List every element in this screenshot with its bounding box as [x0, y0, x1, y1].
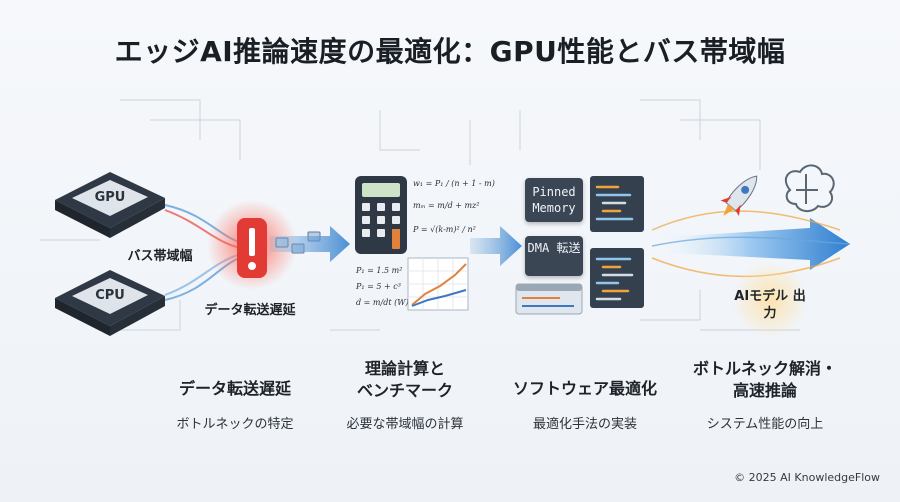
stage1-arrow [270, 226, 350, 262]
code-panel-1 [590, 176, 644, 232]
gpu-label: GPU [95, 190, 126, 205]
stage1-subtitle: ボトルネックの特定 [176, 417, 294, 432]
formula-2: mₘ = m/d + mz² [413, 201, 479, 210]
stage3-subtitle: 最適化手法の実装 [532, 417, 637, 432]
stage2-heading: 理論計算と ベンチマーク [356, 359, 453, 400]
formula-4: P₁ = 1.5 m² [355, 266, 402, 275]
stage4-heading: ボトルネック解消・ 高速推論 [692, 359, 837, 400]
ai-model-output-label: AIモデル 出力 [734, 289, 806, 321]
stage3-heading: ソフトウェア最適化 [512, 379, 657, 398]
formula-1: w₁ = P₁ / (n + 1 - m) [413, 179, 495, 188]
output-glow [732, 262, 808, 338]
code-panel-3 [515, 283, 583, 315]
output-arrow [650, 218, 850, 270]
cpu-label: CPU [95, 288, 125, 303]
warning-icon [237, 218, 267, 278]
formula-3: P = √(k-m)² / n² [412, 225, 476, 234]
gpu-chip-icon [55, 172, 165, 238]
stage2-subtitle: 必要な帯域幅の計算 [346, 417, 464, 432]
code-panel-2 [590, 248, 644, 308]
formula-5: P₁ = 5 + c³ [355, 282, 401, 291]
stage4-subtitle: システム性能の向上 [706, 417, 824, 432]
stage2-arrow [470, 226, 522, 266]
benchmark-graph-icon [407, 257, 469, 311]
pinned-memory-box: Pinned Memory [525, 178, 583, 222]
brain-icon [784, 164, 835, 212]
dma-transfer-box: DMA 転送 [525, 236, 583, 276]
copyright-text: © 2025 AI KnowledgeFlow [734, 471, 880, 484]
rocket-icon [720, 175, 758, 216]
formula-6: d = m/dt (W) [356, 298, 409, 307]
calculator-icon [355, 176, 407, 254]
cpu-chip-icon [55, 270, 165, 336]
stage1-heading: データ転送遅延 [178, 379, 291, 398]
bus-bandwidth-label: バス帯域幅 [127, 249, 193, 264]
transfer-delay-label: データ転送遅延 [204, 303, 296, 318]
page-title: エッジAI推論速度の最適化：GPU性能とバス帯域幅 [114, 35, 786, 68]
